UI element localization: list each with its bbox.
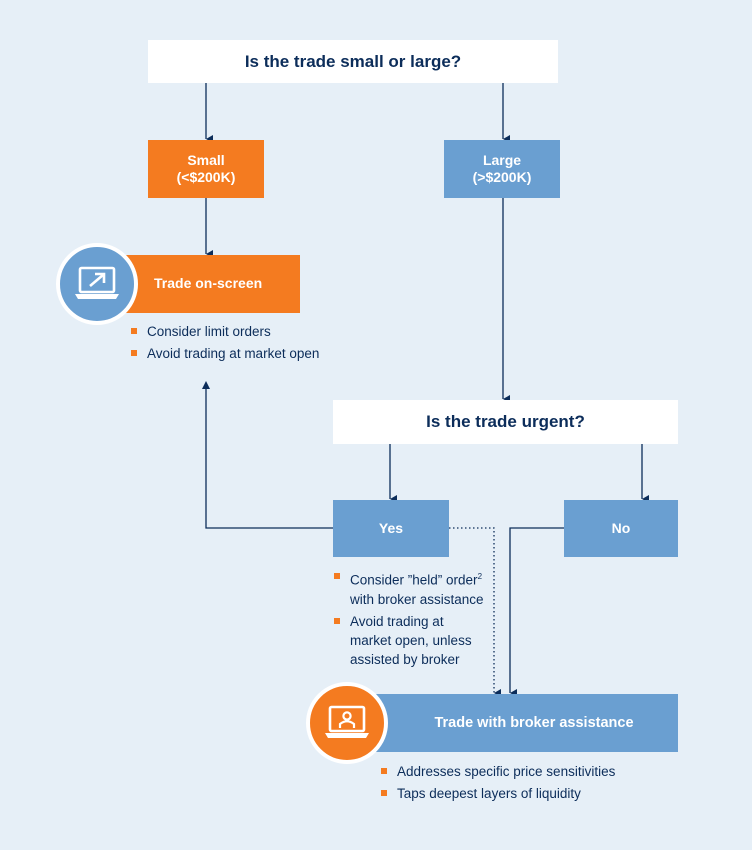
small-range: (<$200K) — [176, 169, 236, 185]
arrow-yes-to-onscreen — [205, 388, 333, 529]
trade-broker-box: Trade with broker assistance — [368, 694, 678, 752]
large-label: Large — [482, 151, 522, 168]
trade-broker-bullets: Addresses specific price sensitivities T… — [381, 762, 615, 806]
question-small-or-large: Is the trade small or large? — [148, 40, 558, 83]
list-item: Taps deepest layers of liquidity — [381, 784, 615, 803]
yes-bullets: Consider ”held” order2 with broker assis… — [334, 567, 484, 672]
trade-on-screen-circle — [56, 243, 138, 325]
no-box: No — [564, 500, 678, 557]
list-item: Addresses specific price sensitivities — [381, 762, 615, 781]
list-item: Avoid trading at market open, unless ass… — [334, 612, 484, 669]
list-item: Consider limit orders — [131, 322, 319, 341]
large-range: (>$200K) — [472, 169, 532, 185]
large-box: Large (>$200K) — [444, 140, 560, 198]
arrowhead-up-onscreen — [202, 381, 210, 389]
laptop-person-icon — [325, 705, 369, 738]
trade-on-screen-box: Trade on-screen — [120, 255, 300, 313]
trade-on-screen-label: Trade on-screen — [154, 275, 263, 292]
list-item: Consider ”held” order2 with broker assis… — [334, 567, 484, 609]
small-label: Small — [187, 151, 225, 168]
trade-on-screen-bullets: Consider limit orders Avoid trading at m… — [131, 322, 319, 366]
trade-broker-label: Trade with broker assistance — [434, 714, 634, 731]
yes-box: Yes — [333, 500, 449, 557]
arrow-yes-to-broker-dotted — [449, 527, 501, 697]
list-item: Avoid trading at market open — [131, 344, 319, 363]
small-box: Small (<$200K) — [148, 140, 264, 198]
arrow-no-to-broker — [509, 527, 564, 697]
trade-broker-circle — [306, 682, 388, 764]
laptop-arrow-icon — [75, 266, 119, 299]
question-urgent: Is the trade urgent? — [333, 400, 678, 444]
